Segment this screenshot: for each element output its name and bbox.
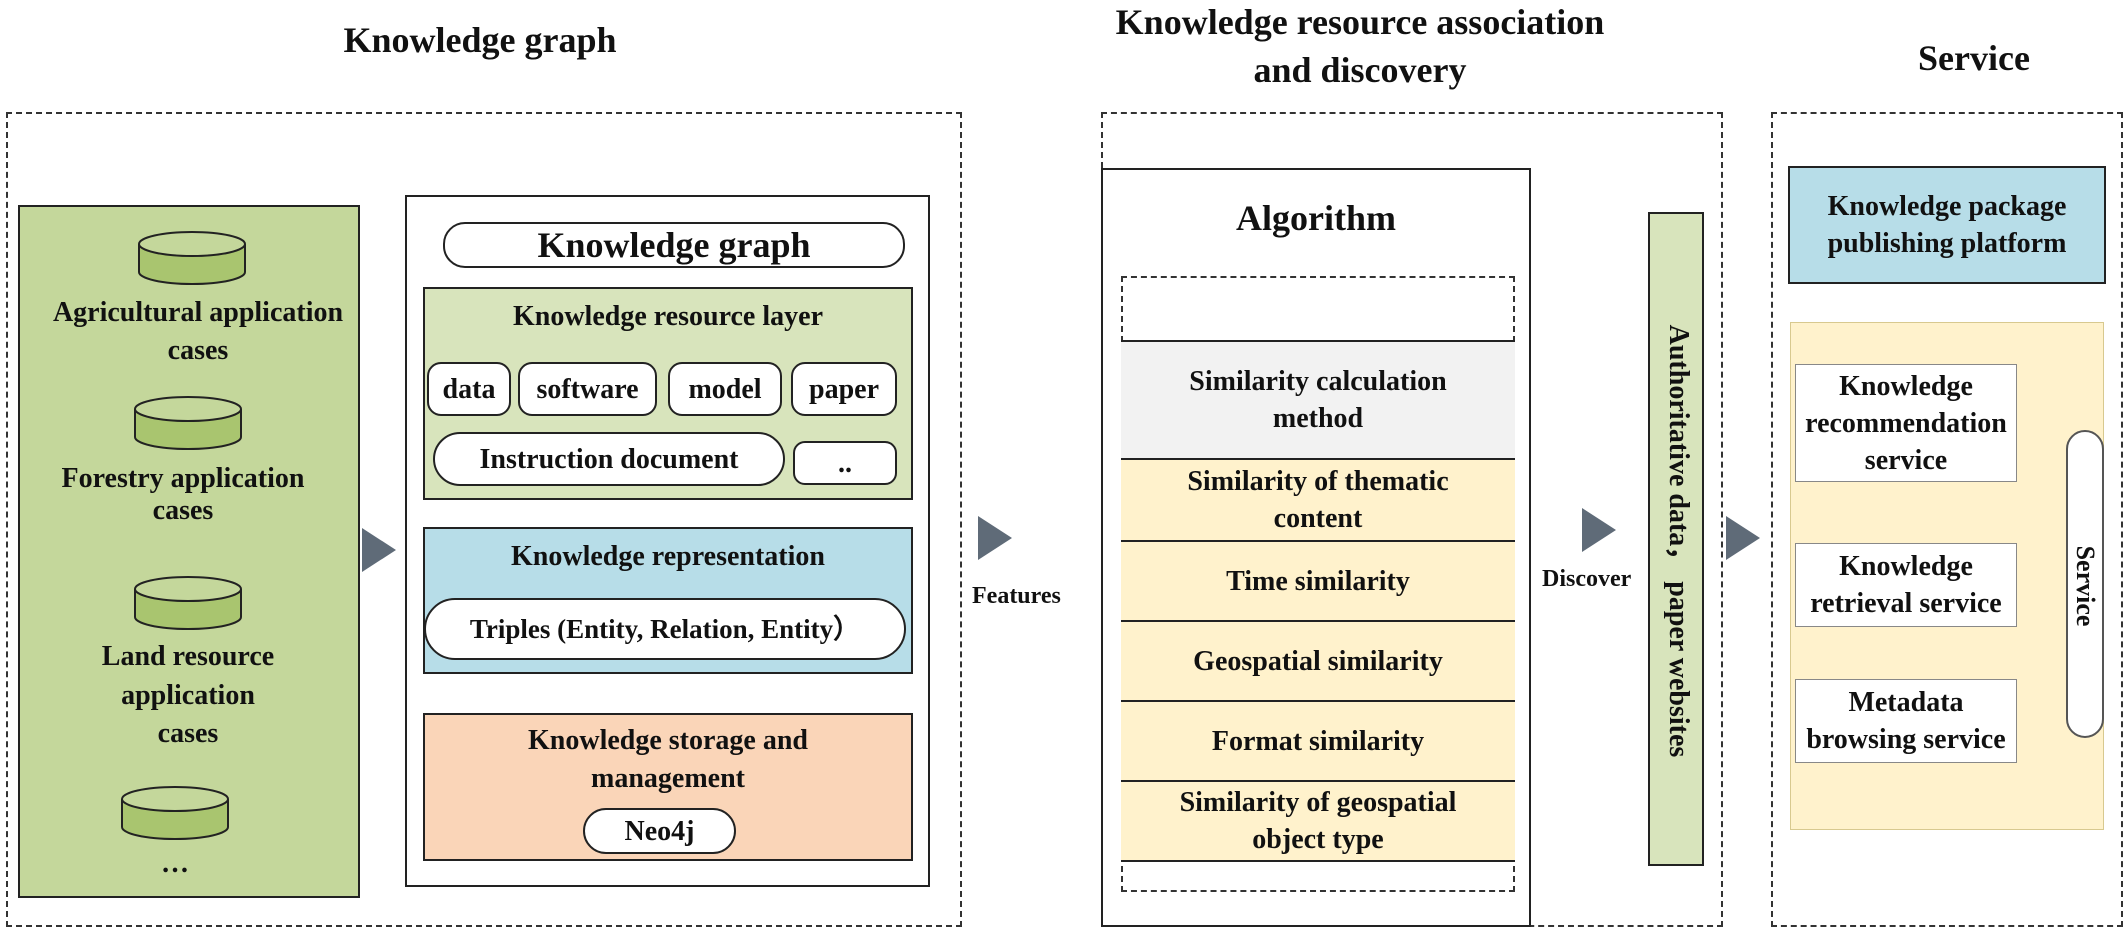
- similarity-row-line2: content: [1273, 503, 1363, 534]
- header-service: Service: [1918, 38, 2030, 78]
- similarity-row-line1: Similarity of thematic: [1187, 466, 1449, 497]
- authoritative-box: Authoritative data， paper websites: [1648, 212, 1704, 866]
- case-agri-line1: Agricultural application: [52, 297, 344, 328]
- arrow-label-features: Features: [972, 583, 1061, 609]
- similarity-method-header: Similarity calculation method: [1121, 340, 1515, 458]
- storage-title-line2: management: [591, 763, 745, 794]
- algorithm-methods-frame: Similarity calculation method Similarity…: [1121, 276, 1515, 892]
- service-box-retrieval: Knowledge retrieval service: [1795, 543, 2017, 627]
- database-icon: [134, 576, 242, 630]
- kg-panel-title: Knowledge graph: [443, 222, 905, 268]
- resource-item-model: model: [668, 362, 782, 416]
- service-line2: recommendation: [1805, 407, 2007, 439]
- similarity-row-line1: Time similarity: [1226, 565, 1410, 597]
- case-land-line3: cases: [157, 718, 219, 749]
- application-cases-panel: [18, 205, 360, 898]
- case-land-line2: application: [121, 680, 255, 711]
- resource-item-paper: paper: [791, 362, 897, 416]
- representation-title: Knowledge representation: [511, 541, 825, 572]
- similarity-row: Geospatial similarity: [1121, 620, 1515, 700]
- case-agri-line2: cases: [167, 335, 229, 366]
- similarity-row-line1: Similarity of geospatial: [1179, 787, 1457, 818]
- case-more: …: [161, 848, 189, 879]
- service-section: [1771, 112, 2123, 927]
- resource-item-data: data: [427, 362, 511, 416]
- algorithm-title: Algorithm: [1236, 198, 1396, 238]
- database-icon: [138, 231, 246, 285]
- header-association-line1: Knowledge resource association: [1115, 2, 1605, 42]
- database-icon: [121, 786, 229, 840]
- service-line1: Knowledge: [1839, 551, 1973, 582]
- resource-layer-title: Knowledge resource layer: [512, 301, 823, 332]
- service-line3: service: [1864, 444, 1948, 476]
- service-box-recommendation: Knowledge recommendation service: [1795, 364, 2017, 482]
- service-line1: Metadata: [1848, 687, 1964, 718]
- similarity-row: Time similarity: [1121, 540, 1515, 620]
- storage-title-line1: Knowledge storage and: [528, 725, 808, 756]
- arrow-right-icon: [978, 516, 1012, 560]
- resource-item-instruction: Instruction document: [433, 432, 785, 486]
- case-forestry-line1: Forestry application: [61, 463, 305, 494]
- service-line1: Knowledge: [1839, 370, 1973, 402]
- authoritative-label: Authoritative data， paper websites: [1663, 324, 1694, 758]
- header-association-line2: and discovery: [1253, 50, 1467, 90]
- arrow-right-icon: [1726, 516, 1760, 560]
- arrow-right-icon: [1582, 508, 1616, 552]
- similarity-row: Similarity of geospatial object type: [1121, 780, 1515, 862]
- header-knowledge-graph: Knowledge graph: [343, 20, 617, 60]
- storage-neo4j: Neo4j: [583, 808, 736, 854]
- arrow-label-discover: Discover: [1542, 566, 1632, 592]
- similarity-row: Format similarity: [1121, 700, 1515, 780]
- representation-triples: Triples (Entity, Relation, Entity）: [424, 598, 906, 660]
- kg-section: [6, 112, 962, 927]
- publishing-platform-line1: Knowledge package: [1827, 191, 2067, 222]
- publishing-platform-line2: publishing platform: [1827, 228, 2067, 259]
- service-vertical-pill: Service: [2066, 430, 2104, 738]
- resource-item-more: ..: [793, 441, 897, 485]
- service-line2: browsing service: [1806, 724, 2006, 755]
- database-icon: [134, 396, 242, 450]
- similarity-row-line2: object type: [1252, 824, 1384, 855]
- resource-item-software: software: [518, 362, 657, 416]
- service-box-metadata: Metadata browsing service: [1795, 679, 2017, 763]
- similarity-method-line2: method: [1272, 403, 1364, 434]
- service-line2: retrieval service: [1810, 588, 2002, 619]
- similarity-row-line1: Geospatial similarity: [1193, 645, 1443, 677]
- case-land-line1: Land resource: [101, 641, 275, 672]
- case-forestry-line2: cases: [152, 495, 214, 526]
- similarity-row-line1: Format similarity: [1211, 725, 1425, 757]
- publishing-platform-box: Knowledge package publishing platform: [1788, 166, 2106, 284]
- similarity-row: Similarity of thematic content: [1121, 458, 1515, 540]
- arrow-right-icon: [362, 528, 396, 572]
- service-vertical-label: Service: [2071, 545, 2100, 627]
- similarity-method-line1: Similarity calculation: [1189, 366, 1447, 397]
